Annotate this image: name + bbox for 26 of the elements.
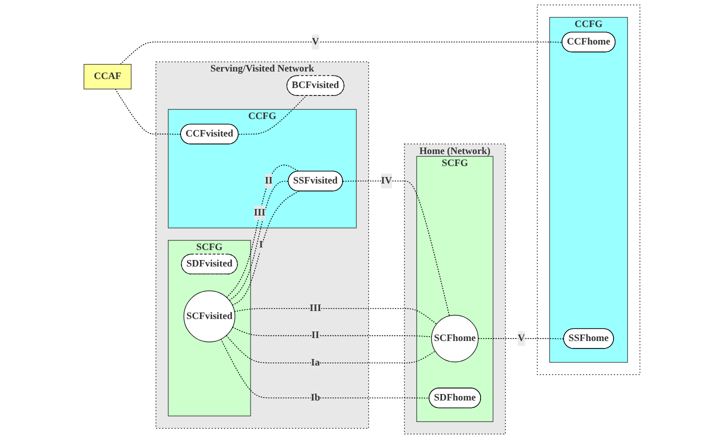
edge-label: Ia bbox=[310, 357, 320, 368]
connector bbox=[114, 88, 181, 135]
cluster bbox=[536, 4, 640, 375]
node-circle: SCFvisited bbox=[183, 290, 235, 342]
connector bbox=[234, 308, 436, 325]
connector bbox=[226, 164, 299, 298]
node-box: CCAF bbox=[83, 64, 132, 90]
edge-label: III bbox=[309, 302, 321, 314]
connector bbox=[477, 338, 564, 340]
connector bbox=[226, 335, 436, 364]
connector bbox=[120, 42, 562, 65]
edge-label: I bbox=[258, 240, 263, 250]
edge-label: IV bbox=[380, 175, 392, 186]
node-circle: SCFhome bbox=[430, 314, 478, 362]
edge-label: II bbox=[311, 330, 319, 341]
edge-label: Ib bbox=[310, 392, 320, 403]
connector bbox=[220, 338, 430, 399]
connector bbox=[342, 180, 450, 316]
edge-label: V bbox=[517, 333, 524, 344]
connector bbox=[238, 95, 306, 135]
connector bbox=[232, 190, 299, 306]
edge-label: II bbox=[264, 175, 272, 186]
edge-label: V bbox=[311, 36, 319, 47]
connector bbox=[232, 326, 432, 338]
edge-label: III bbox=[253, 207, 265, 218]
connector bbox=[228, 180, 288, 301]
